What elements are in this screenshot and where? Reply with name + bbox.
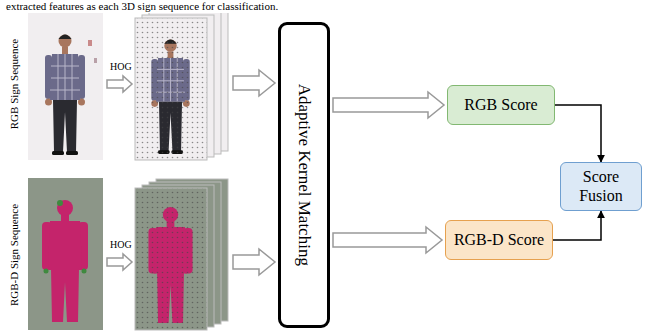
score-box: RGB-D Score	[445, 220, 553, 260]
hog-label: HOG	[110, 239, 132, 251]
depth-frame	[28, 178, 103, 330]
fusion-box: Score Fusion	[560, 162, 642, 211]
body-text: extracted features as each 3D sign seque…	[4, 0, 280, 13]
connector	[555, 105, 601, 162]
rgb-frame	[28, 10, 103, 160]
hog-label: HOG	[110, 61, 132, 73]
connector	[333, 92, 444, 118]
process-box: Adaptive Kernel Matching	[278, 22, 330, 328]
score-box: RGB Score	[447, 85, 555, 125]
node-text: RGB-D Score	[454, 231, 544, 249]
feature-arrow	[233, 249, 275, 275]
connector	[333, 227, 442, 253]
depth-hog-stack	[135, 179, 228, 330]
sequence-label: RGB Sign Sequence	[8, 39, 21, 129]
sequence-label: RGB-D Sign Sequence	[8, 204, 21, 306]
node-text: Score Fusion	[566, 168, 636, 205]
connector	[553, 211, 601, 240]
hog-arrow	[107, 76, 132, 92]
hog-arrow	[107, 254, 132, 270]
node-text: RGB Score	[464, 96, 537, 114]
node-text: Adaptive Kernel Matching	[294, 84, 314, 266]
rgb-hog-stack	[135, 9, 228, 160]
feature-arrow	[233, 70, 275, 96]
